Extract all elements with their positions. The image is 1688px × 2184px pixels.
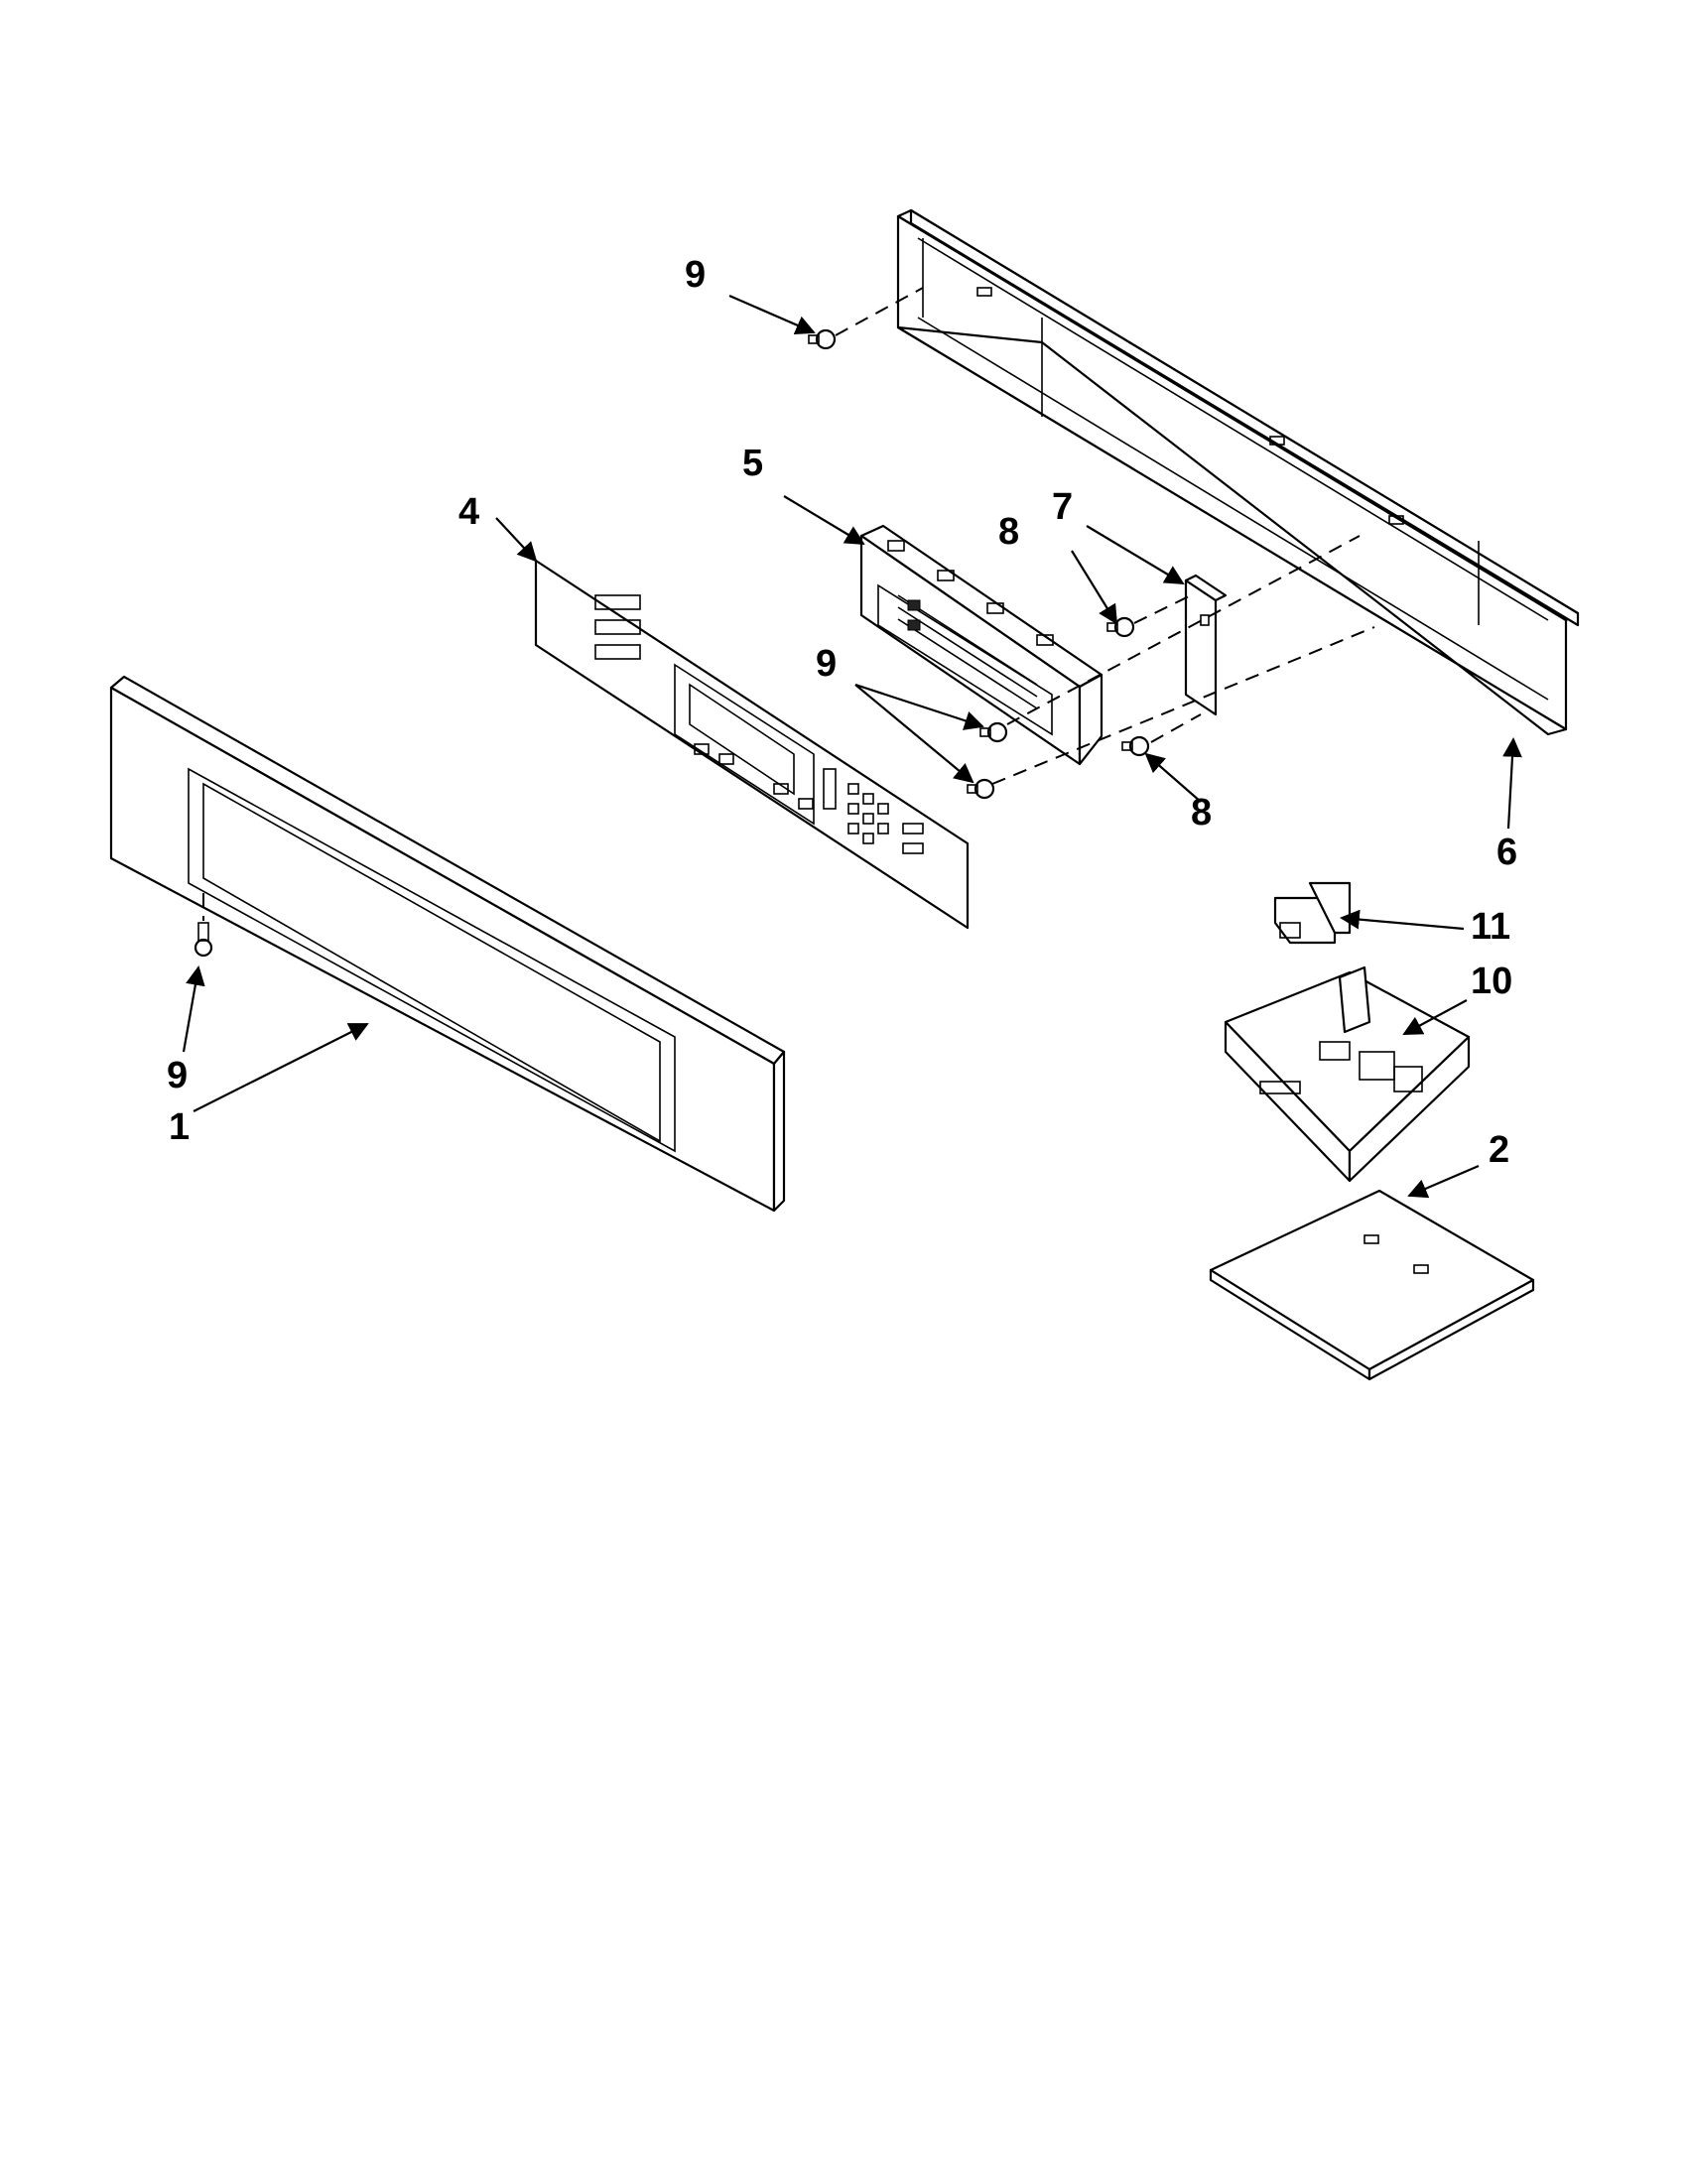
relay-part-11 xyxy=(1273,881,1352,945)
screw-9-mid-a xyxy=(979,721,1008,743)
callout-1: 1 xyxy=(169,1106,191,1148)
rear-bracket-part-6 xyxy=(896,208,1580,736)
screw-9-top xyxy=(808,328,837,350)
callout-10: 10 xyxy=(1471,961,1513,1002)
screw-9-mid-b xyxy=(967,778,995,800)
callout-2: 2 xyxy=(1489,1129,1510,1171)
callout-9-mid: 9 xyxy=(816,643,838,685)
control-overlay-part-4 xyxy=(534,559,970,930)
screw-8-lower xyxy=(1121,735,1150,757)
callout-9-top: 9 xyxy=(685,254,707,296)
callout-6: 6 xyxy=(1496,832,1518,873)
cover-plate-part-2 xyxy=(1209,1189,1535,1381)
small-bracket-part-7 xyxy=(1184,574,1228,716)
callout-8-upper: 8 xyxy=(998,511,1020,553)
screw-9-bottom xyxy=(194,922,213,958)
callout-9-bottom: 9 xyxy=(167,1055,189,1096)
power-board-part-10 xyxy=(1224,965,1471,1183)
control-board-part-5 xyxy=(859,524,1104,766)
callout-11: 11 xyxy=(1471,906,1511,948)
control-trim-part-1 xyxy=(109,675,786,1213)
screw-8-upper xyxy=(1106,616,1135,638)
callout-4: 4 xyxy=(458,491,480,533)
callout-7: 7 xyxy=(1052,486,1074,528)
callout-5: 5 xyxy=(742,443,764,484)
callout-8-lower: 8 xyxy=(1191,792,1213,834)
